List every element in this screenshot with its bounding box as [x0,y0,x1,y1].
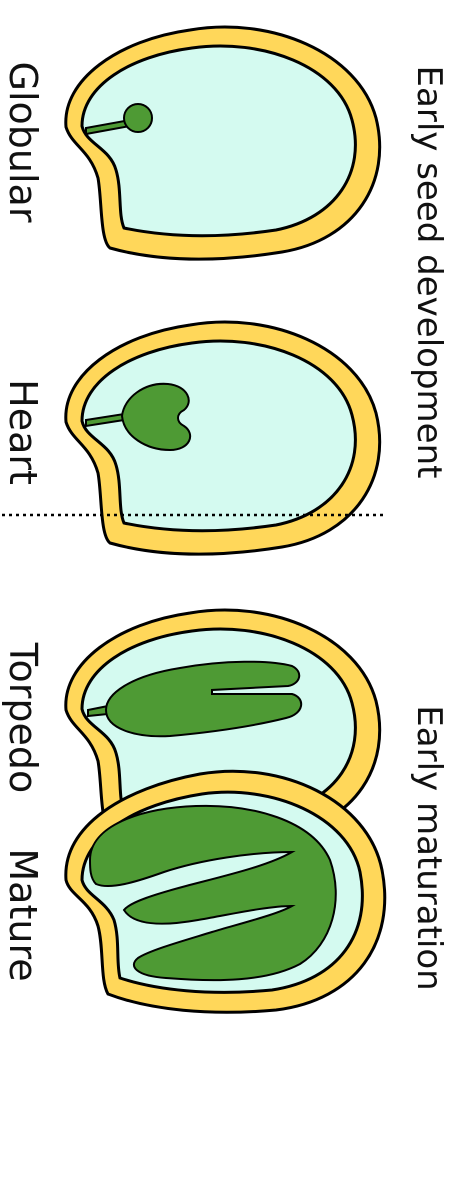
phase-label-early-maturation: Early maturation [409,705,449,990]
stage-label-heart: Heart [1,379,45,485]
stage-label-torpedo: Torpedo [1,642,45,794]
seed-mature [66,771,385,1012]
endosperm [82,341,355,531]
seed-globular [66,27,380,259]
seed-heart [66,322,380,554]
endosperm [82,46,355,236]
stage-label-globular: Globular [1,62,45,223]
globular-embryo [124,104,152,132]
stage-label-mature: Mature [1,848,45,981]
phase-label-early-seed-development: Early seed development [409,66,449,479]
